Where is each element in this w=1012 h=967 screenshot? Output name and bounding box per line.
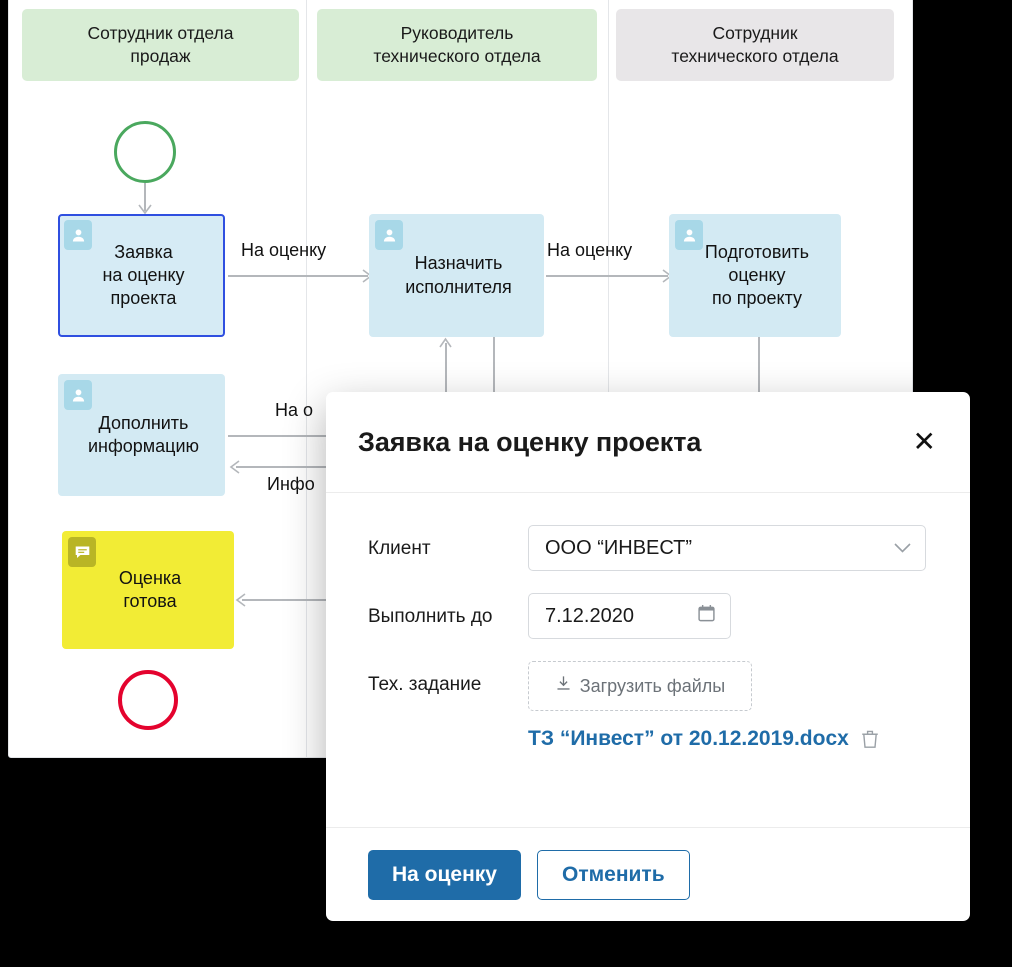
deadline-date-input[interactable]: 7.12.2020 xyxy=(528,593,731,639)
dialog-body: Клиент ООО “ИНВЕСТ” Выполнить до 7.12.20… xyxy=(326,493,970,828)
task-label: Подготовить оценку по проекту xyxy=(704,241,810,309)
arrowhead-left-add-info xyxy=(229,460,240,474)
connector-label-to-estimate-1: На оценку xyxy=(241,240,327,260)
deadline-value: 7.12.2020 xyxy=(545,604,634,627)
client-select[interactable]: ООО “ИНВЕСТ” xyxy=(528,525,926,571)
trash-icon[interactable] xyxy=(861,729,879,749)
lane-header-label: Сотрудник технического отдела xyxy=(671,23,839,66)
task-assign-executor[interactable]: Назначить исполнителя xyxy=(369,214,544,337)
connector-start-to-request xyxy=(144,183,146,211)
field-row-client: Клиент ООО “ИНВЕСТ” xyxy=(368,525,938,571)
person-icon xyxy=(64,380,92,410)
connector-add-info-in xyxy=(236,466,338,468)
client-select-value: ООО “ИНВЕСТ” xyxy=(545,536,693,559)
attached-file-name[interactable]: ТЗ “Инвест” от 20.12.2019.docx xyxy=(528,727,849,750)
start-event-icon[interactable] xyxy=(114,121,176,183)
task-request-estimate[interactable]: Заявка на оценку проекта xyxy=(58,214,225,337)
connector-assign-to-prepare xyxy=(546,275,668,277)
arrowhead-down-start xyxy=(138,204,152,215)
dialog-footer: На оценку Отменить xyxy=(326,828,970,921)
cancel-button[interactable]: Отменить xyxy=(536,849,690,900)
close-icon[interactable]: ✕ xyxy=(911,424,938,460)
field-row-tech-task: Тех. задание Загрузить файлы ТЗ “Инвест”… xyxy=(368,661,938,751)
task-label: Заявка на оценку проекта xyxy=(102,241,185,309)
person-icon xyxy=(675,220,703,250)
task-add-information[interactable]: Дополнить информацию xyxy=(58,374,225,496)
arrowhead-left-estimate-ready xyxy=(235,593,246,607)
lane-header-label: Сотрудник отдела продаж xyxy=(87,23,234,66)
lane-header-sales-employee[interactable]: Сотрудник отдела продаж xyxy=(22,9,299,81)
tech-task-label: Тех. задание xyxy=(368,674,482,695)
person-icon xyxy=(375,220,403,250)
connector-return-to-assign xyxy=(445,343,447,435)
task-prepare-estimate[interactable]: Подготовить оценку по проекту xyxy=(669,214,841,337)
field-row-deadline: Выполнить до 7.12.2020 xyxy=(368,593,938,639)
task-label: Назначить исполнителя xyxy=(405,253,512,297)
connector-request-to-assign xyxy=(228,275,368,277)
person-icon xyxy=(64,220,92,250)
upload-files-button[interactable]: Загрузить файлы xyxy=(528,661,752,711)
client-label: Клиент xyxy=(368,538,431,559)
connector-label-to-estimate-3: На о xyxy=(275,400,314,420)
message-icon xyxy=(68,537,96,567)
end-event-icon[interactable] xyxy=(118,670,178,730)
task-label: Дополнить информацию xyxy=(87,412,200,456)
lane-header-tech-manager[interactable]: Руководитель технического отдела xyxy=(317,9,597,81)
task-label: Оценка готова xyxy=(118,567,182,611)
connector-prepare-down xyxy=(758,337,760,435)
task-estimate-ready[interactable]: Оценка готова xyxy=(62,531,234,649)
lane-divider-1 xyxy=(306,0,307,757)
tech-task-content: Загрузить файлы ТЗ “Инвест” от 20.12.201… xyxy=(528,661,879,751)
connector-to-estimate-ready xyxy=(242,599,338,601)
lane-header-tech-employee[interactable]: Сотрудник технического отдела xyxy=(616,9,894,81)
attached-file-row: ТЗ “Инвест” от 20.12.2019.docx xyxy=(528,727,879,751)
lane-header-label: Руководитель технического отдела xyxy=(373,23,541,66)
connector-add-info-out xyxy=(228,435,338,437)
request-estimate-dialog: Заявка на оценку проекта ✕ Клиент ООО “И… xyxy=(326,392,970,921)
connector-assign-down xyxy=(493,337,495,435)
arrowhead-up-assign xyxy=(439,337,452,348)
connector-label-to-estimate-2: На оценку xyxy=(547,240,633,260)
submit-for-estimate-button[interactable]: На оценку xyxy=(368,849,521,900)
dialog-title: Заявка на оценку проекта xyxy=(358,426,702,457)
dialog-header: Заявка на оценку проекта ✕ xyxy=(326,392,970,493)
chevron-down-icon xyxy=(894,537,911,560)
deadline-label: Выполнить до xyxy=(368,606,493,627)
download-icon xyxy=(555,675,572,697)
connector-label-info-needed: Инфо xyxy=(267,474,315,494)
calendar-icon[interactable] xyxy=(697,604,716,629)
upload-files-label: Загрузить файлы xyxy=(579,675,726,696)
lane-divider-2 xyxy=(608,0,609,757)
